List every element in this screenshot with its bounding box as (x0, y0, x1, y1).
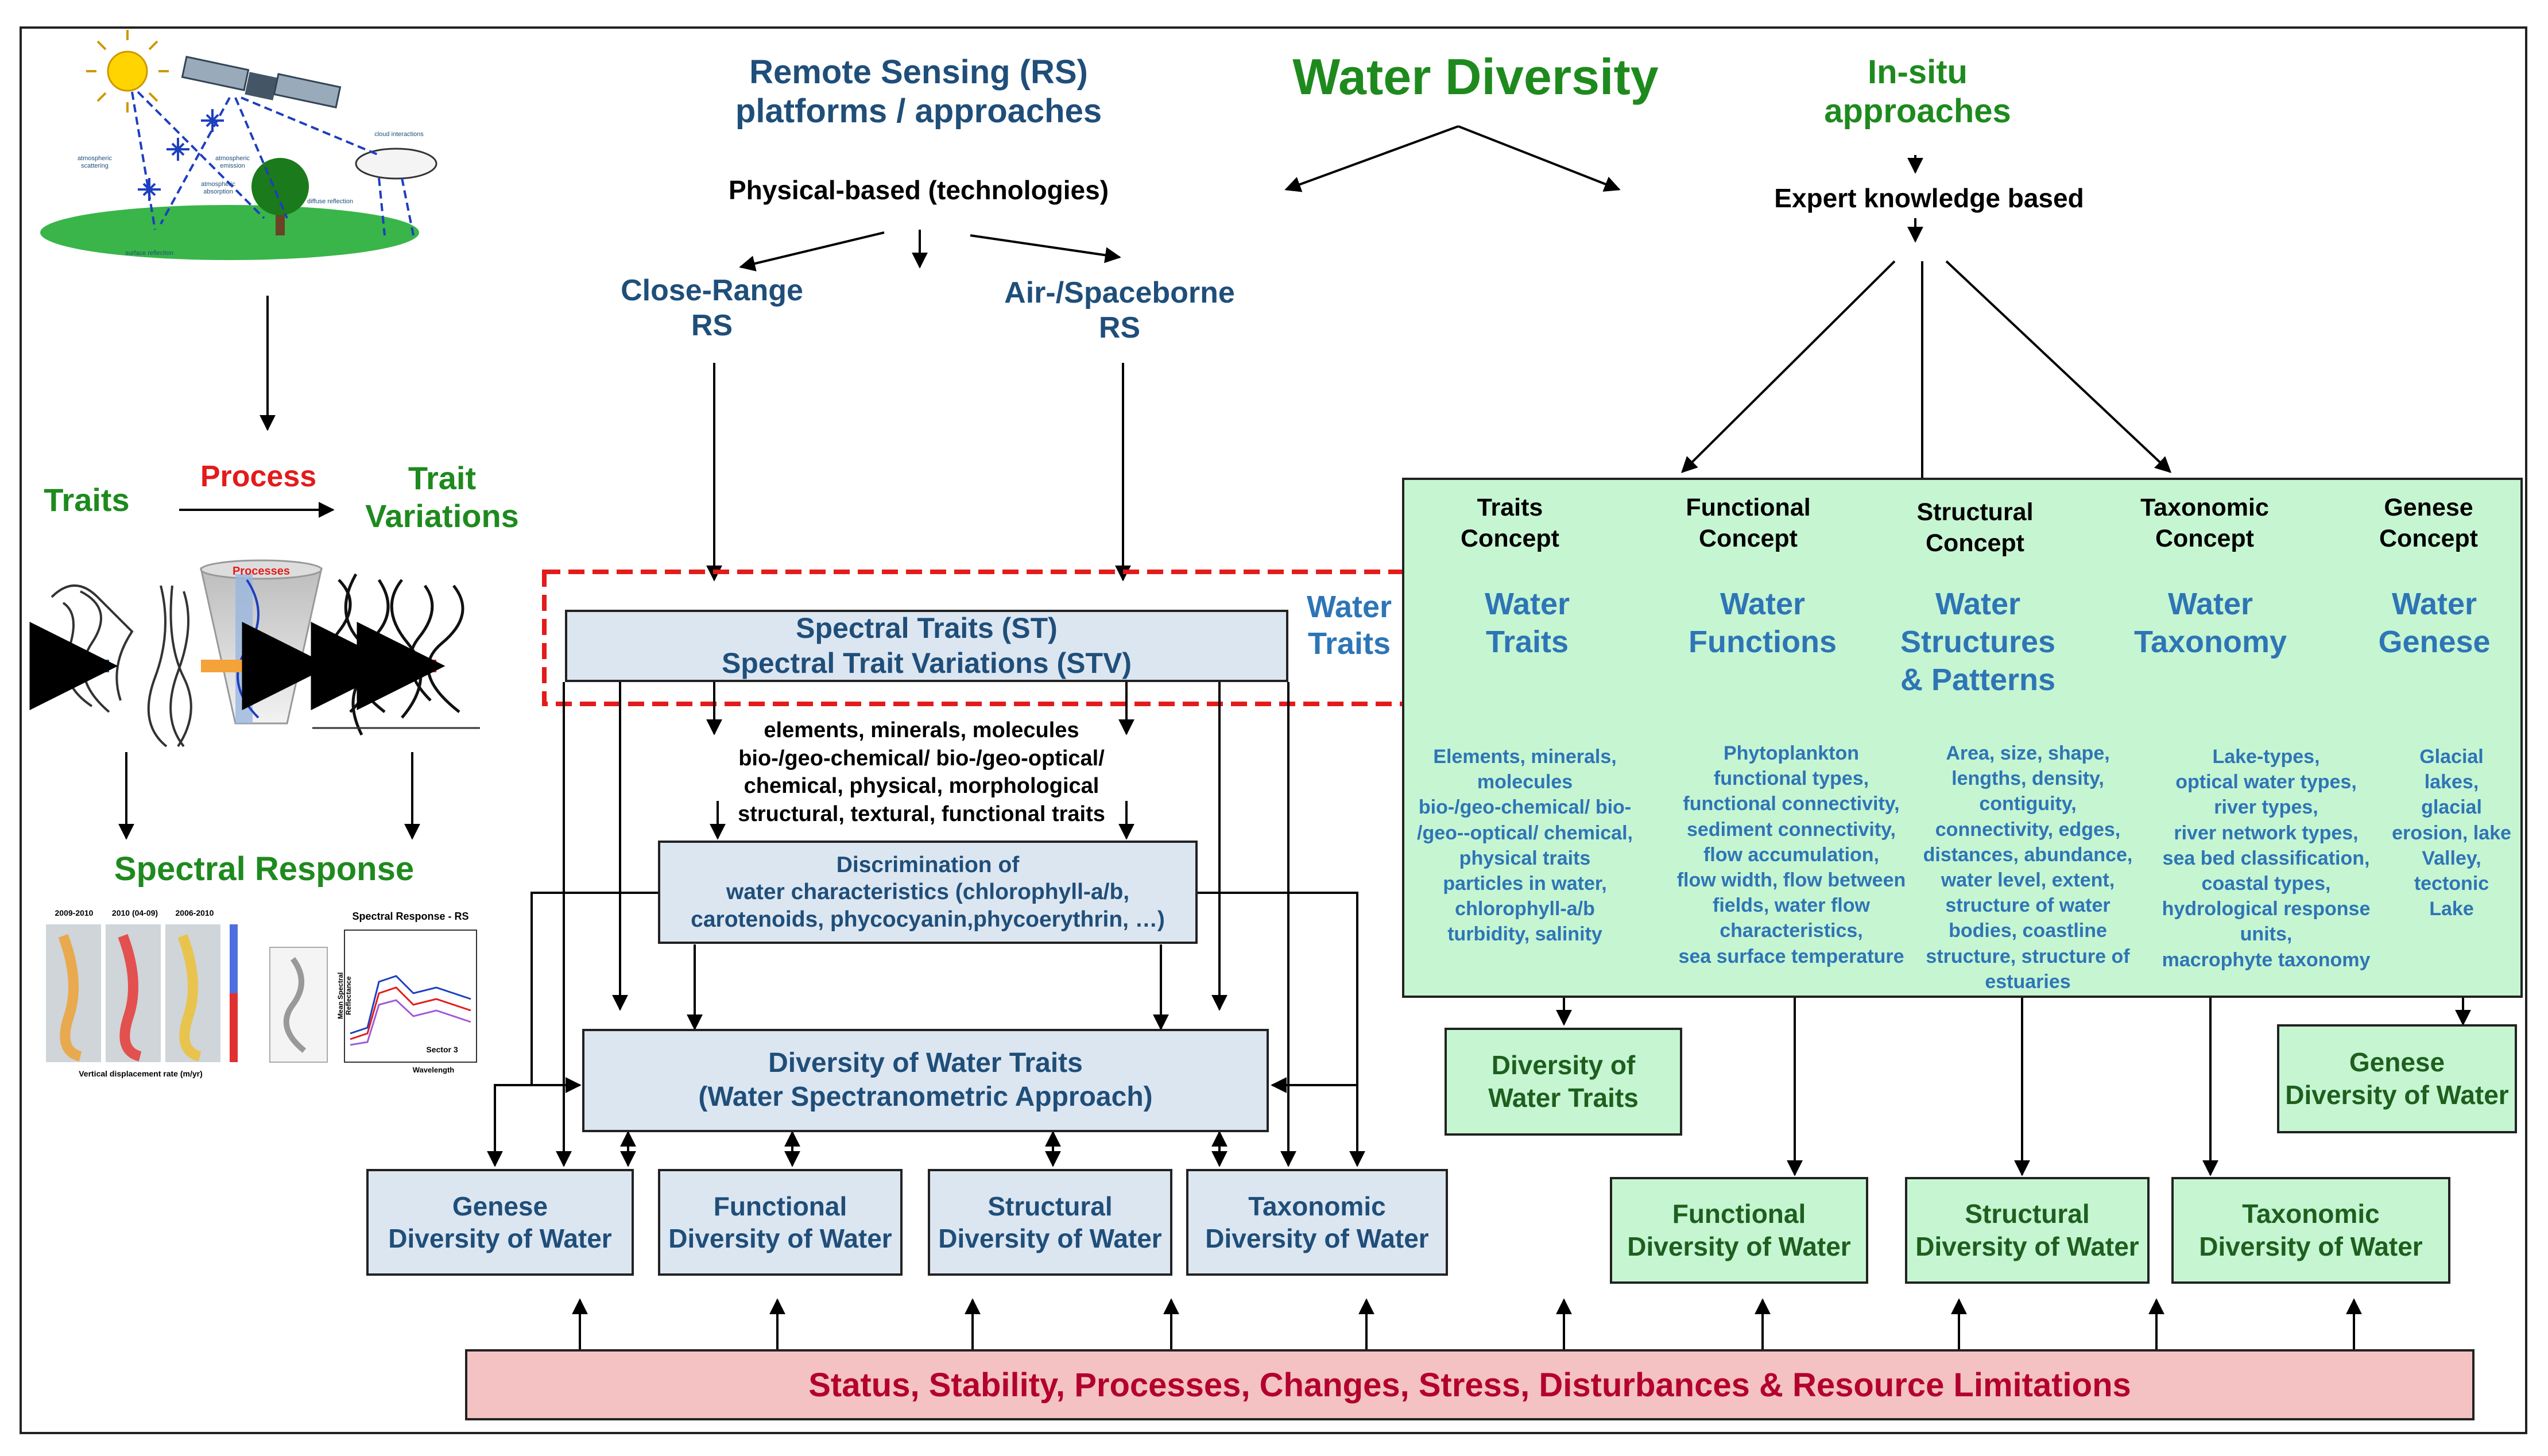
genese-details: Glacial lakes, glacial erosion, lake Val… (2392, 746, 2511, 920)
label-cloud-interactions: cloud interactions (374, 131, 424, 138)
diversity-water-traits-text: Diversity of Water Traits (Water Spectra… (698, 1048, 1153, 1112)
label-atm-absorption: atmospheric absorption (201, 181, 235, 195)
expert-based-label: Expert knowledge based (1774, 183, 2084, 213)
taxonomic-details: Lake-types, optical water types, river t… (2162, 746, 2371, 971)
spectral-traits-box: Spectral Traits (ST) Spectral Trait Vari… (565, 610, 1288, 682)
water-functions-title: Water Functions (1689, 587, 1837, 659)
displacement-maps (46, 924, 238, 1062)
sun-rays-icon (86, 30, 169, 113)
taxonomic-concept-label: Taxonomic Concept (2140, 494, 2269, 552)
map-axis-label: Vertical displacement rate (m/yr) (79, 1069, 203, 1078)
rs-header: Remote Sensing (RS) platforms / approach… (735, 53, 1102, 130)
spectral-chart (269, 930, 477, 1063)
process-label: Process (200, 460, 317, 493)
rs-genese-diversity-box: Genese Diversity of Water (366, 1169, 634, 1276)
insitu-traits-diversity-box: Diversity of Water Traits (1445, 1028, 1682, 1136)
label-atm-scattering: atmospheric scattering (78, 155, 112, 169)
chart-sector: Sector 3 (426, 1045, 458, 1054)
outer-frame (20, 26, 2527, 1434)
close-range-label: Close-Range RS (621, 274, 803, 343)
insitu-structural-diversity-box: Structural Diversity of Water (1905, 1177, 2150, 1284)
water-genese-title: Water Genese (2378, 587, 2491, 659)
airborne-label: Air-/Spaceborne RS (1004, 276, 1235, 345)
map-label-1: 2009-2010 (55, 908, 94, 917)
cloud-icon (355, 148, 437, 180)
rs-taxonomic-diversity-box: Taxonomic Diversity of Water (1186, 1169, 1448, 1276)
land-surface (40, 205, 419, 260)
status-bar: Status, Stability, Processes, Changes, S… (465, 1349, 2475, 1420)
diversity-water-traits-box: Diversity of Water Traits (Water Spectra… (582, 1029, 1269, 1132)
insitu-header: In-situ approaches (1824, 53, 2011, 130)
label-surface-reflection: surface reflection (125, 250, 173, 257)
functional-details: Phytoplankton functional types, function… (1676, 742, 1906, 967)
discrimination-box: Discrimination of water characteristics … (658, 841, 1198, 944)
structural-details: Area, size, shape, lengths, density, con… (1923, 742, 2133, 993)
physical-based-label: Physical-based (technologies) (728, 175, 1109, 205)
insitu-concepts-panel (1402, 478, 2523, 998)
sun-icon (107, 51, 148, 92)
map-label-3: 2006-2010 (175, 908, 214, 917)
trait-illustration (29, 559, 480, 748)
main-title: Water Diversity (1292, 48, 1659, 105)
traits-label: Traits (44, 482, 130, 518)
processes-label: Processes (232, 565, 291, 578)
rs-functional-diversity-box: Functional Diversity of Water (658, 1169, 903, 1276)
insitu-genese-diversity-box: Genese Diversity of Water (2277, 1024, 2517, 1133)
water-traits-title: Water Traits (1484, 587, 1570, 659)
chart-ylabel: Mean Spectral Reflectance (336, 972, 353, 1019)
label-atm-emission: atmospheric emission (215, 155, 250, 169)
map-label-2: 2010 (04-09) (111, 908, 158, 917)
spectral-response-label: Spectral Response (114, 850, 415, 888)
trait-variations-label: Trait Variations (365, 460, 519, 535)
functional-concept-label: Functional Concept (1686, 494, 1811, 552)
traits-concept-label: Traits Concept (1461, 494, 1559, 552)
water-taxonomy-title: Water Taxonomy (2133, 587, 2287, 659)
genese-concept-label: Genese Concept (2379, 494, 2478, 552)
insitu-functional-diversity-box: Functional Diversity of Water (1610, 1177, 1868, 1284)
satellite-icon (181, 56, 342, 109)
chart-title: Spectral Response - RS (352, 911, 469, 922)
insitu-taxonomic-diversity-box: Taxonomic Diversity of Water (2171, 1177, 2450, 1284)
water-structures-title: Water Structures & Patterns (1900, 587, 2056, 697)
rs-illustration (40, 30, 437, 260)
rs-structural-diversity-box: Structural Diversity of Water (928, 1169, 1172, 1276)
traits-details: Elements, minerals, molecules bio-/geo-c… (1417, 746, 1633, 946)
tree-icon (251, 158, 309, 215)
water-traits-side-label: Water Traits (1306, 590, 1392, 661)
trait-list: elements, minerals, molecules bio-/geo-c… (738, 718, 1105, 826)
chart-xlabel: Wavelength (412, 1066, 455, 1074)
structural-concept-label: Structural Concept (1916, 498, 2034, 557)
process-cone (200, 567, 323, 725)
label-diffuse-reflection: diffuse reflection (307, 198, 353, 205)
